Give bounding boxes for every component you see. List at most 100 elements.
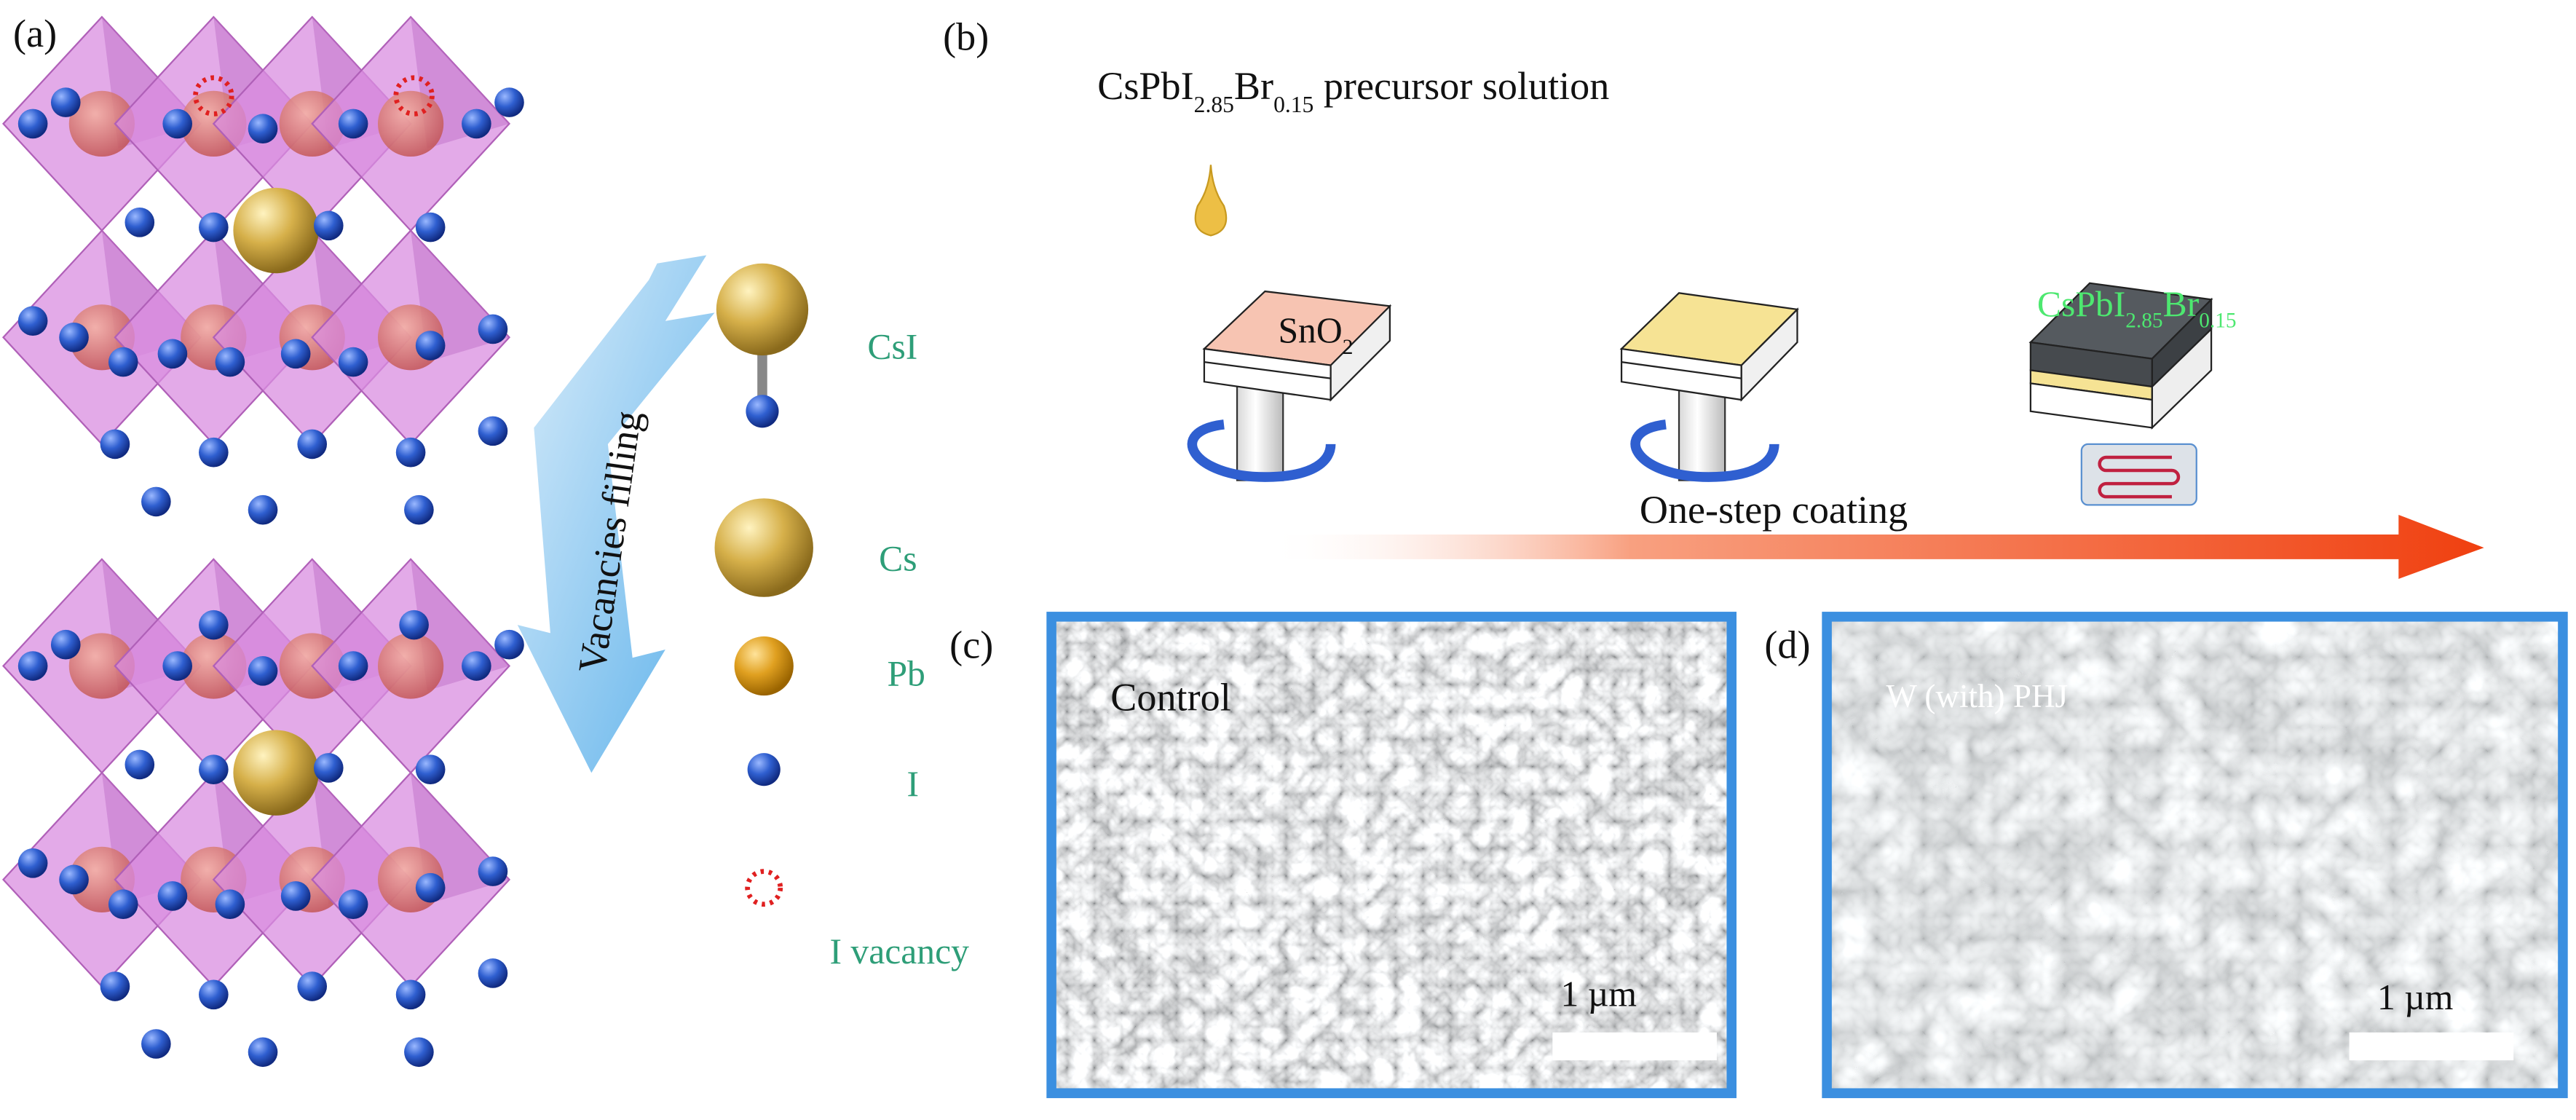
i-atom bbox=[395, 437, 426, 468]
panel-c-label: (c) bbox=[949, 623, 993, 666]
i-atom bbox=[478, 314, 508, 344]
csi-molecule-icon bbox=[716, 263, 809, 428]
film-label: CsPbI2.85Br0.15 bbox=[2037, 284, 2237, 333]
cs-atom bbox=[233, 187, 319, 274]
i-atom bbox=[415, 331, 446, 360]
process-arrow bbox=[1265, 514, 2484, 579]
i-atom bbox=[313, 210, 344, 241]
pb-atom bbox=[377, 90, 444, 157]
i-atom bbox=[215, 347, 245, 377]
process-label: One-step coating bbox=[1640, 488, 1908, 532]
i-atom bbox=[415, 872, 446, 903]
rotation-arrow-icon bbox=[1187, 419, 1336, 482]
i-atom bbox=[59, 864, 89, 895]
cs-atom-icon bbox=[714, 498, 813, 597]
i-atom bbox=[297, 429, 328, 460]
i-atom bbox=[248, 1037, 278, 1068]
pb-atom-icon bbox=[734, 636, 794, 696]
scale-bar-label: 1 µm bbox=[2377, 977, 2453, 1017]
i-atom bbox=[297, 971, 328, 1001]
i-atom bbox=[17, 848, 48, 878]
i-atom bbox=[399, 610, 429, 640]
i-atom bbox=[157, 881, 188, 911]
i-atom bbox=[415, 212, 446, 242]
i-atom bbox=[494, 629, 524, 660]
legend-label-cs: Cs bbox=[879, 539, 917, 579]
legend-label-i: I bbox=[907, 764, 920, 804]
i-atom bbox=[313, 753, 344, 783]
precursor-drop-icon bbox=[1194, 165, 1228, 237]
pb-atom bbox=[377, 633, 444, 699]
panel-d-label: (d) bbox=[1764, 623, 1810, 666]
i-atom bbox=[395, 979, 426, 1010]
i-atom bbox=[199, 754, 229, 784]
crystal-structure-filled bbox=[1, 558, 524, 1068]
i-atom bbox=[404, 494, 434, 525]
i-atom bbox=[141, 1029, 171, 1059]
legend-label-i-vacancy: I vacancy bbox=[829, 931, 969, 971]
i-atom bbox=[157, 339, 188, 369]
spin-coater-sno2: SnO2 bbox=[1187, 290, 1392, 482]
i-atom bbox=[199, 610, 229, 640]
spin-coater-precursor bbox=[1619, 292, 1799, 482]
i-atom bbox=[215, 889, 245, 920]
i-atom bbox=[50, 629, 81, 660]
i-atom bbox=[280, 881, 311, 911]
i-atom bbox=[478, 856, 508, 886]
legend-label-pb: Pb bbox=[887, 654, 925, 694]
i-atom bbox=[338, 889, 368, 920]
i-atom bbox=[100, 429, 130, 460]
i-atom bbox=[199, 437, 229, 468]
sem-image-control bbox=[1051, 616, 1732, 1094]
i-atom bbox=[248, 655, 278, 686]
sem-title-phj: W (with) PHJ bbox=[1886, 678, 2068, 714]
i-vacancy-marker bbox=[393, 75, 435, 117]
i-atom bbox=[125, 749, 155, 780]
sem-title-control: Control bbox=[1110, 675, 1230, 719]
scale-bar-label: 1 µm bbox=[1561, 974, 1637, 1014]
i-atom-icon bbox=[747, 753, 781, 786]
i-atom bbox=[199, 979, 229, 1010]
legend-label-csi: CsI bbox=[867, 327, 917, 367]
crystal-structure-with-vacancies bbox=[1, 15, 524, 525]
sem-frame bbox=[1822, 612, 2568, 1098]
i-atom bbox=[404, 1037, 434, 1068]
i-atom bbox=[494, 87, 524, 117]
i-atom bbox=[280, 339, 311, 369]
i-atom bbox=[108, 347, 138, 377]
pb-atom bbox=[68, 633, 135, 699]
precursor-label: CsPbI2.85Br0.15 precursor solution bbox=[1097, 64, 1609, 117]
i-atom bbox=[338, 651, 368, 681]
hotplate-icon bbox=[2080, 443, 2197, 506]
sno2-label: SnO2 bbox=[1278, 310, 1353, 359]
i-atom bbox=[162, 109, 192, 139]
vacancies-filling-arrow: Vacancies filling bbox=[517, 255, 715, 773]
i-atom bbox=[141, 486, 171, 517]
scale-bar bbox=[2349, 1032, 2514, 1061]
i-atom bbox=[338, 109, 368, 139]
i-atom bbox=[462, 109, 491, 139]
sem-frame bbox=[1046, 612, 1737, 1098]
i-atom bbox=[415, 754, 446, 784]
i-atom bbox=[478, 958, 508, 988]
annealed-film: CsPbI2.85Br0.15 bbox=[2028, 282, 2237, 430]
i-atom bbox=[17, 306, 48, 336]
i-vacancy-icon bbox=[745, 869, 783, 907]
i-atom bbox=[248, 494, 278, 525]
legend: CsI Cs Pb I I vacancy bbox=[714, 263, 969, 971]
scale-bar bbox=[1552, 1032, 1717, 1061]
i-atom bbox=[478, 416, 508, 446]
i-vacancy-marker bbox=[193, 75, 234, 117]
i-atom bbox=[17, 651, 48, 681]
panel-b-label: (b) bbox=[943, 15, 989, 58]
panel-b: (b) CsPbI2.85Br0.15 precursor solution S… bbox=[943, 15, 2484, 579]
cs-atom bbox=[233, 730, 319, 816]
pbi6-octahedron bbox=[311, 15, 511, 232]
i-atom bbox=[199, 212, 229, 242]
i-atom bbox=[50, 87, 81, 117]
i-atom bbox=[108, 889, 138, 920]
i-atom bbox=[59, 322, 89, 352]
i-atom bbox=[100, 971, 130, 1001]
i-atom bbox=[17, 109, 48, 139]
panel-c: (c) Control 1 µm bbox=[949, 612, 1737, 1098]
